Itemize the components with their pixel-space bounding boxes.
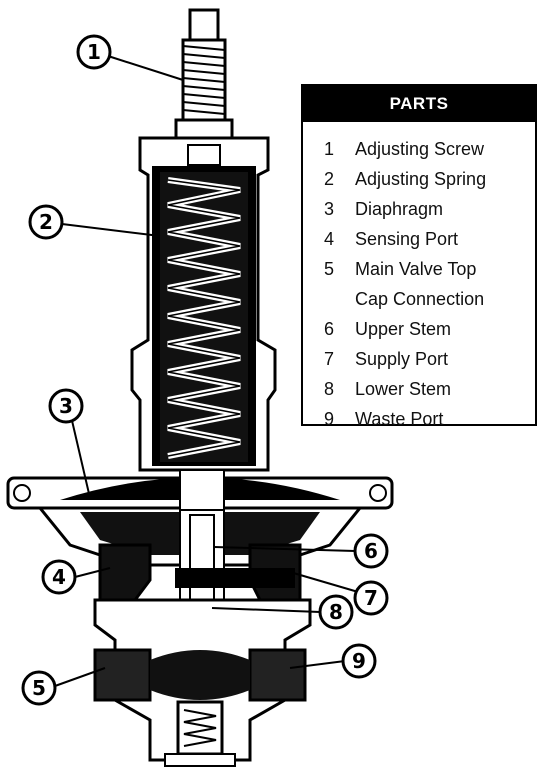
svg-text:1: 1 [87, 40, 101, 64]
svg-text:8: 8 [329, 600, 343, 624]
callout-2: 2 [28, 204, 64, 240]
valve-body [93, 509, 312, 767]
legend-item-label: Main Valve Top [355, 259, 477, 279]
legend-item-label: Upper Stem [355, 319, 452, 339]
legend-item: 3 Diaphragm [303, 194, 535, 224]
legend-item: 4 Sensing Port [303, 224, 535, 254]
adjusting-screw [174, 8, 234, 144]
legend-item: 6 Upper Stem [303, 314, 535, 344]
legend-item: 7 Supply Port [303, 344, 535, 374]
legend-item: 8 Lower Stem [303, 374, 535, 404]
legend-item-number: 1 [323, 139, 334, 159]
svg-text:6: 6 [364, 539, 378, 563]
legend-item: Cap Connection [303, 284, 535, 314]
callout-6: 6 [353, 533, 389, 569]
callout-9: 9 [341, 643, 377, 679]
svg-text:4: 4 [52, 565, 66, 589]
callout-3: 3 [48, 388, 84, 424]
legend-item-number: 2 [323, 169, 334, 189]
legend-item-number: 9 [323, 409, 334, 429]
legend-item-number: 4 [323, 229, 334, 249]
legend-item-label: Cap Connection [355, 289, 485, 309]
svg-text:9: 9 [352, 649, 366, 673]
legend-item-label: Adjusting Spring [355, 169, 487, 189]
adjusting-spring [167, 177, 241, 459]
parts-legend: PARTS 1 Adjusting Screw 2 Adjusting Spring… [301, 84, 537, 429]
legend-item-label: Waste Port [355, 409, 444, 429]
callout-5: 5 [21, 670, 57, 706]
legend-item: 1 Adjusting Screw [303, 134, 535, 164]
legend-item-number [303, 284, 355, 314]
legend-item-label: Adjusting Screw [355, 139, 485, 159]
legend-title: PARTS [303, 86, 535, 122]
legend-list: 1 Adjusting Screw 2 Adjusting Spring 3 Diap… [303, 122, 535, 434]
legend-item: 5 Main Valve Top [303, 254, 535, 284]
svg-text:5: 5 [32, 676, 46, 700]
legend-item-number: 3 [323, 199, 334, 219]
legend-item-number: 8 [323, 379, 334, 399]
legend-item-number: 6 [323, 319, 334, 339]
legend-item-label: Sensing Port [355, 229, 459, 249]
legend-item: 2 Adjusting Spring [303, 164, 535, 194]
leader-lines [54, 55, 366, 687]
callout-8: 8 [318, 594, 354, 630]
legend-item-number: 5 [323, 259, 334, 279]
legend-item-number: 7 [323, 349, 334, 369]
callout-7: 7 [353, 580, 389, 616]
svg-text:2: 2 [39, 210, 53, 234]
svg-text:3: 3 [59, 394, 73, 418]
legend-item-label: Supply Port [355, 349, 449, 369]
callout-1: 1 [76, 34, 112, 70]
legend-item-label: Diaphragm [355, 199, 444, 219]
callout-4: 4 [41, 559, 77, 595]
legend-item-label: Lower Stem [355, 379, 452, 399]
legend-item: 9 Waste Port [303, 404, 535, 434]
svg-text:7: 7 [364, 586, 378, 610]
